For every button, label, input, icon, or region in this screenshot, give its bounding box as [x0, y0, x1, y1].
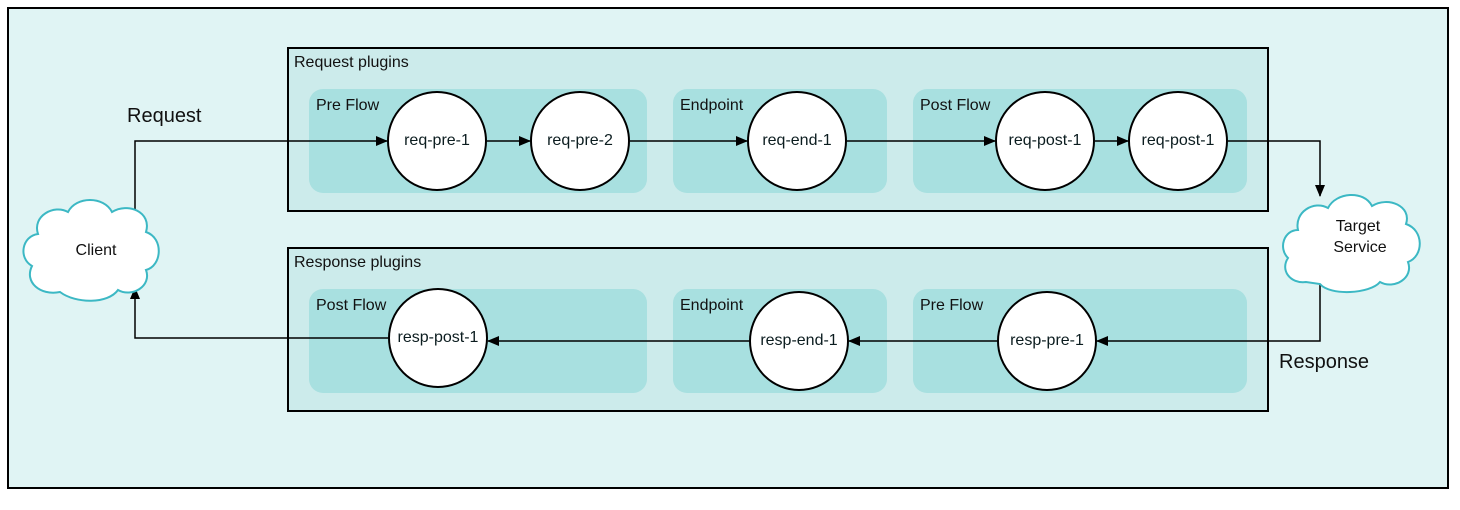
req-post-to-target-arrow	[1228, 140, 1325, 197]
node-req-end-1[interactable]: req-end-1	[747, 91, 847, 191]
target-label-line2: Service	[1333, 239, 1386, 256]
node-req-pre-1[interactable]: req-pre-1	[387, 91, 487, 191]
node-label: req-end-1	[762, 132, 831, 149]
node-label: req-post-1	[1142, 132, 1215, 149]
target-service-cloud[interactable]: Target Service	[1282, 194, 1421, 294]
node-label: req-post-1	[1009, 132, 1082, 149]
client-label: Client	[76, 242, 117, 259]
cloud-icon	[1282, 194, 1421, 294]
request-group-endpoint-label: Endpoint	[680, 97, 744, 114]
request-group-post-label: Post Flow	[920, 97, 991, 114]
node-req-post-1b[interactable]: req-post-1	[1128, 91, 1228, 191]
response-group-pre-label: Pre Flow	[920, 297, 984, 314]
response-panel-title: Response plugins	[294, 254, 421, 271]
response-group-endpoint-label: Endpoint	[680, 297, 744, 314]
resp-post-1-to-client-arrow	[130, 287, 388, 339]
request-group-pre-label: Pre Flow	[316, 97, 380, 114]
node-req-pre-2[interactable]: req-pre-2	[530, 91, 630, 191]
node-label: resp-pre-1	[1010, 332, 1084, 349]
node-resp-pre-1[interactable]: resp-pre-1	[997, 291, 1097, 391]
node-label: resp-post-1	[398, 329, 479, 346]
target-to-resp-pre-1-arrow	[1096, 282, 1321, 346]
node-label: resp-end-1	[760, 332, 837, 349]
node-label: req-pre-2	[547, 132, 613, 149]
node-resp-end-1[interactable]: resp-end-1	[749, 291, 849, 391]
response-label: Response	[1279, 351, 1369, 373]
node-resp-post-1[interactable]: resp-post-1	[388, 288, 488, 388]
client-to-req-pre-1-arrow	[134, 136, 388, 210]
request-panel-title: Request plugins	[294, 54, 409, 71]
target-label-line1: Target	[1336, 218, 1381, 235]
node-req-post-1[interactable]: req-post-1	[995, 91, 1095, 191]
client-cloud[interactable]: Client	[22, 199, 160, 302]
response-group-post-label: Post Flow	[316, 297, 387, 314]
cloud-icon	[22, 199, 160, 302]
request-label: Request	[127, 105, 202, 127]
node-label: req-pre-1	[404, 132, 470, 149]
